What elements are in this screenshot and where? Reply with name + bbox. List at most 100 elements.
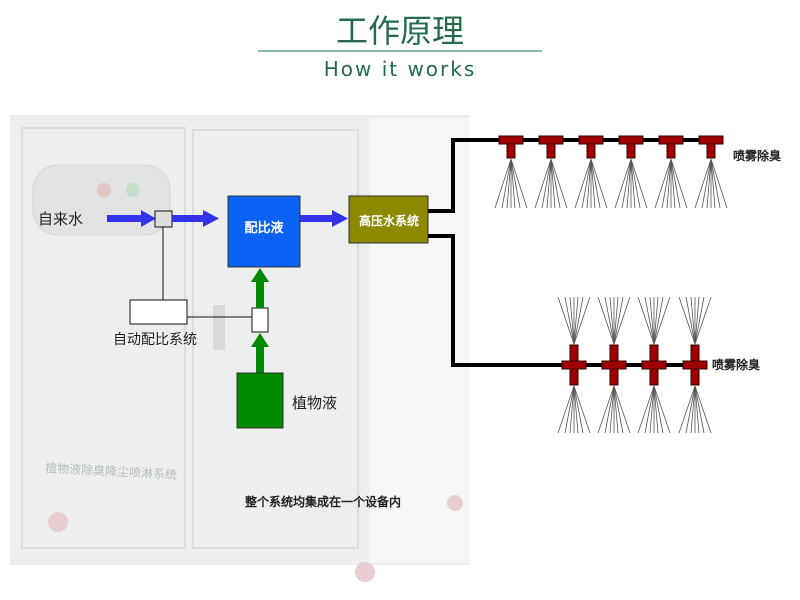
- plant-liquid-tank: [236, 372, 284, 429]
- t-nozzle: [534, 135, 568, 209]
- spray-icon: [637, 296, 671, 345]
- spray-line: [557, 385, 575, 434]
- t-nozzle: [694, 135, 728, 209]
- spray-line: [613, 385, 619, 434]
- spray-line: [644, 385, 655, 434]
- nozzle-bar: [578, 135, 604, 145]
- spray-line: [609, 385, 615, 434]
- spray-line: [644, 296, 655, 345]
- spray-line: [550, 158, 556, 209]
- spray-line: [690, 296, 696, 345]
- nozzle-bar: [538, 135, 564, 145]
- spray-line: [597, 296, 615, 345]
- spray-line: [694, 296, 712, 345]
- spray-line: [609, 296, 615, 345]
- spray-icon: [694, 158, 728, 209]
- high-pressure-label: 高压水系统: [359, 213, 419, 228]
- spray-line: [613, 296, 624, 345]
- caption: 整个系统均集成在一个设备内: [244, 494, 401, 509]
- spray-line: [590, 158, 596, 209]
- spray-icon: [597, 385, 631, 434]
- spray-line: [541, 158, 552, 209]
- spray-line: [604, 385, 615, 434]
- t-nozzle: [654, 135, 688, 209]
- spray-line: [550, 158, 561, 209]
- bottom-nozzle-row: [557, 296, 712, 434]
- spray-top-label: 喷雾除臭: [733, 148, 781, 163]
- spray-line: [653, 385, 671, 434]
- nozzle-bar: [658, 135, 684, 145]
- spray-line: [685, 296, 696, 345]
- spray-line: [710, 158, 721, 209]
- spray-line: [494, 158, 512, 209]
- nozzle-bar: [498, 135, 524, 145]
- nozzle-stem: [626, 143, 636, 159]
- spray-line: [637, 385, 655, 434]
- spray-line: [597, 385, 615, 434]
- spray-line: [685, 385, 696, 434]
- cross-nozzle: [678, 296, 712, 434]
- nozzle-stem: [706, 143, 716, 159]
- spray-line: [706, 158, 712, 209]
- spray-line: [678, 296, 696, 345]
- spray-line: [690, 385, 696, 434]
- spray-bottom-label: 喷雾除臭: [712, 357, 760, 372]
- cabinet-watermark: 植物液除臭降尘喷淋系统: [45, 460, 178, 482]
- plant-liquid-label: 植物液: [292, 394, 337, 412]
- valve-box-2: [251, 307, 269, 333]
- spray-line: [613, 296, 631, 345]
- spray-line: [670, 158, 688, 209]
- spray-icon: [678, 385, 712, 434]
- arrow-blue-3: [300, 210, 348, 227]
- spray-line: [670, 158, 676, 209]
- nozzle-stem: [586, 143, 596, 159]
- mix-liquid-label: 配比液: [244, 220, 283, 236]
- spray-icon: [557, 385, 591, 434]
- nozzle-bar: [682, 360, 708, 370]
- nozzle-bar: [561, 360, 587, 370]
- spray-line: [694, 158, 712, 209]
- spray-line: [661, 158, 672, 209]
- spray-line: [653, 296, 659, 345]
- spray-line: [510, 158, 521, 209]
- spray-icon: [557, 296, 591, 345]
- nozzle-bar: [641, 360, 667, 370]
- spray-line: [573, 385, 579, 434]
- spray-line: [604, 296, 615, 345]
- t-nozzle: [614, 135, 648, 209]
- arrow-green-1: [251, 268, 269, 308]
- spray-line: [510, 158, 516, 209]
- spray-line: [653, 296, 671, 345]
- spray-line: [694, 385, 705, 434]
- spray-line: [581, 158, 592, 209]
- spray-line: [694, 385, 700, 434]
- title-en: How it works: [324, 57, 477, 81]
- spray-line: [626, 158, 632, 209]
- spray-line: [653, 296, 664, 345]
- spray-icon: [534, 158, 568, 209]
- spray-line: [654, 158, 672, 209]
- spray-line: [710, 158, 716, 209]
- cross-nozzle: [637, 296, 671, 434]
- spray-icon: [614, 158, 648, 209]
- title-cn: 工作原理: [336, 12, 464, 50]
- spray-line: [637, 296, 655, 345]
- spray-line: [701, 158, 712, 209]
- cross-nozzle: [557, 296, 591, 434]
- spray-line: [670, 158, 681, 209]
- spray-line: [613, 296, 619, 345]
- spray-line: [569, 385, 575, 434]
- cabinet-image: [10, 115, 470, 582]
- spray-icon: [678, 296, 712, 345]
- top-nozzle-row: [494, 135, 728, 209]
- nozzle-stem: [546, 143, 556, 159]
- arrow-green-2: [251, 333, 269, 373]
- spray-line: [501, 158, 512, 209]
- spray-line: [694, 296, 705, 345]
- spray-line: [510, 158, 528, 209]
- t-nozzle: [574, 135, 608, 209]
- auto-ratio-label: 自动配比系统: [113, 332, 197, 348]
- spray-line: [550, 158, 568, 209]
- spray-line: [678, 385, 696, 434]
